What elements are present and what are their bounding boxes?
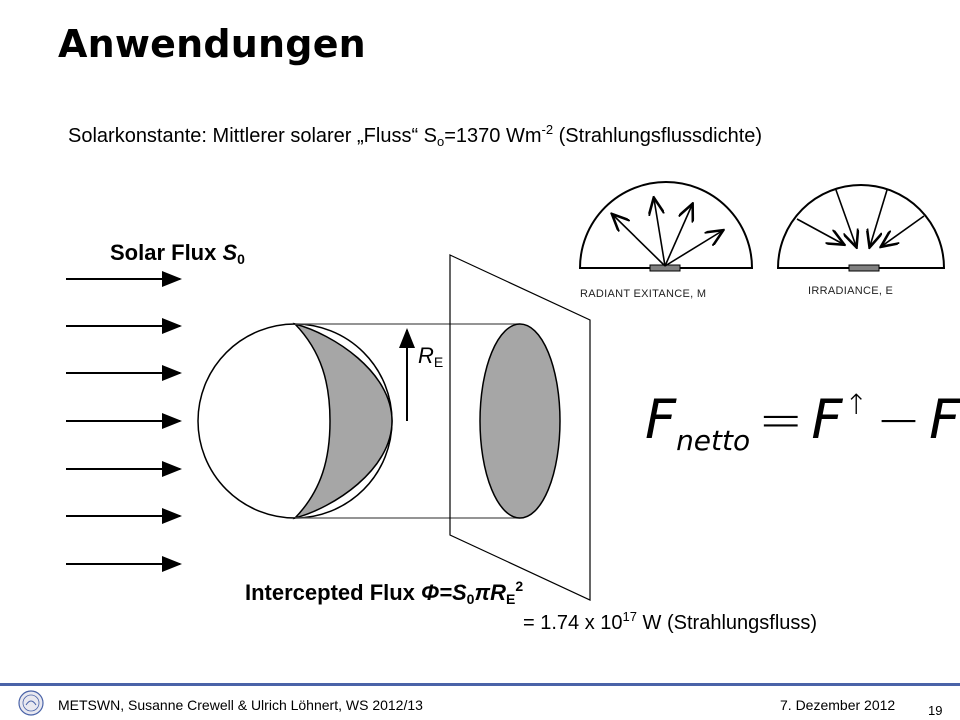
solar-constant-main: Solarkonstante: Mittlerer solarer „Fluss… <box>68 125 438 147</box>
formula-minus: − <box>875 388 922 451</box>
total-flux-note: W (Strahlungsfluss) <box>637 612 818 634</box>
footer-course-info: METSWN, Susanne Crewell & Ulrich Löhnert… <box>58 697 423 713</box>
solar-constant-text: Solarkonstante: Mittlerer solarer „Fluss… <box>68 122 762 149</box>
irradiance-diagram <box>776 184 946 272</box>
formula-lhs-sub: netto <box>676 424 751 457</box>
intercepted-sup: 2 <box>515 578 524 594</box>
solar-flux-text: Solar Flux <box>110 240 223 265</box>
earth-sphere <box>197 322 393 520</box>
solar-flux-label: Solar Flux S0 <box>110 240 245 267</box>
intercepted-subE: E <box>506 591 516 607</box>
page-number: 19 <box>928 703 943 718</box>
footer-date: 7. Dezember 2012 <box>780 697 896 713</box>
total-flux-exponent: 17 <box>622 609 637 624</box>
solar-flux-arrows <box>66 271 182 572</box>
illuminated-half <box>292 322 393 520</box>
intercepted-flux-label: Intercepted Flux Φ=S0πRE2 <box>245 578 523 607</box>
total-flux-text: = 1.74 x 1017 W (Strahlungsfluss) <box>523 609 817 635</box>
formula-term2: F <box>929 388 960 451</box>
solar-flux-sub: 0 <box>237 251 245 267</box>
formula-lhs: F <box>645 388 677 451</box>
university-seal-icon <box>18 690 44 716</box>
net-flux-formula: Fnetto=F↑−F <box>645 388 960 457</box>
intercepted-sub0: 0 <box>466 591 475 607</box>
formula-equals: = <box>758 388 804 451</box>
intercepted-text: Intercepted Flux <box>245 580 422 605</box>
solar-flux-symbol: S <box>222 240 238 265</box>
solar-constant-sub: o <box>437 134 445 149</box>
solar-constant-note: (Strahlungsflussdichte) <box>553 125 763 147</box>
formula-term1: F <box>811 388 843 451</box>
solar-constant-exponent: -2 <box>541 122 554 137</box>
radiant-exitance-label: RADIANT EXITANCE, M <box>580 288 707 300</box>
slide-title: Anwendungen <box>58 22 366 66</box>
up-arrow-icon: ↑ <box>844 388 868 421</box>
projection-plane <box>449 254 591 601</box>
radius-sub: E <box>433 354 444 370</box>
solar-constant-value: =1370 Wm <box>444 125 542 147</box>
radius-symbol: R <box>418 343 434 368</box>
footer-divider <box>0 683 960 686</box>
intercepted-pi-r: πR <box>474 580 507 605</box>
radiant-exitance-diagram <box>578 181 754 272</box>
radius-label: RE <box>418 343 443 370</box>
irradiance-label: IRRADIANCE, E <box>808 285 894 297</box>
total-flux-main: = 1.74 x 10 <box>523 612 623 634</box>
intercepted-formula: Φ=S <box>421 580 467 605</box>
intercept-disk <box>479 323 561 519</box>
